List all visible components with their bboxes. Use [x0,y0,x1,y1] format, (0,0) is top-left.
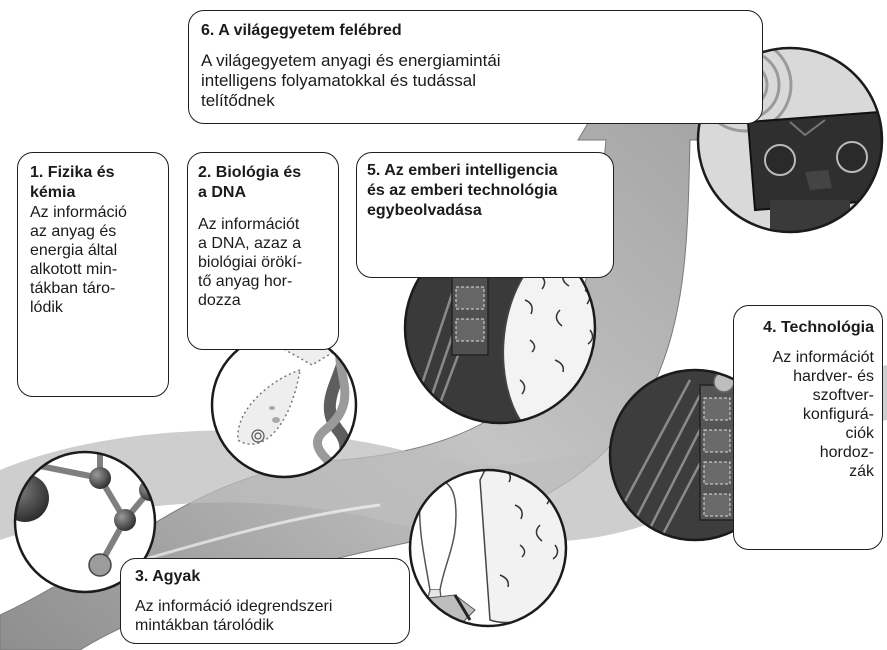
stage-6-box: 6. A világegyetem felébred A világegyete… [188,10,763,124]
stage-4-text: Az információt hardver- és szoftver- kon… [734,348,874,481]
stage-2-box: 2. Biológia és a DNA Az információt a DN… [187,152,339,350]
stage-6-title: 6. A világegyetem felébred [201,21,762,41]
stage-1-box: 1. Fizika és kémia Az információ az anya… [17,152,169,397]
stage-1-title: 1. Fizika és kémia [30,163,168,203]
stage-4-box: 4. Technológia Az információt hardver- é… [733,305,883,550]
stage-5-title: 5. Az emberi intelligencia és az emberi … [367,161,613,221]
stage-4-title: 4. Technológia [734,318,874,338]
stage-3-box: 3. Agyak Az információ idegrendszeri min… [120,558,410,644]
dna-cell-illustration [212,330,356,480]
stage-1-text: Az információ az anyag és energia által … [30,203,168,317]
stage-3-title: 3. Agyak [135,567,409,587]
stage-2-text: Az információt a DNA, azaz a biológiai ö… [198,215,338,310]
stage-5-box: 5. Az emberi intelligencia és az emberi … [356,152,614,278]
stage-3-text: Az információ idegrendszeri mintákban tá… [135,597,409,635]
stage-6-text: A világegyetem anyagi és energiamintái i… [201,51,762,111]
stage-2-title: 2. Biológia és a DNA [198,163,338,203]
